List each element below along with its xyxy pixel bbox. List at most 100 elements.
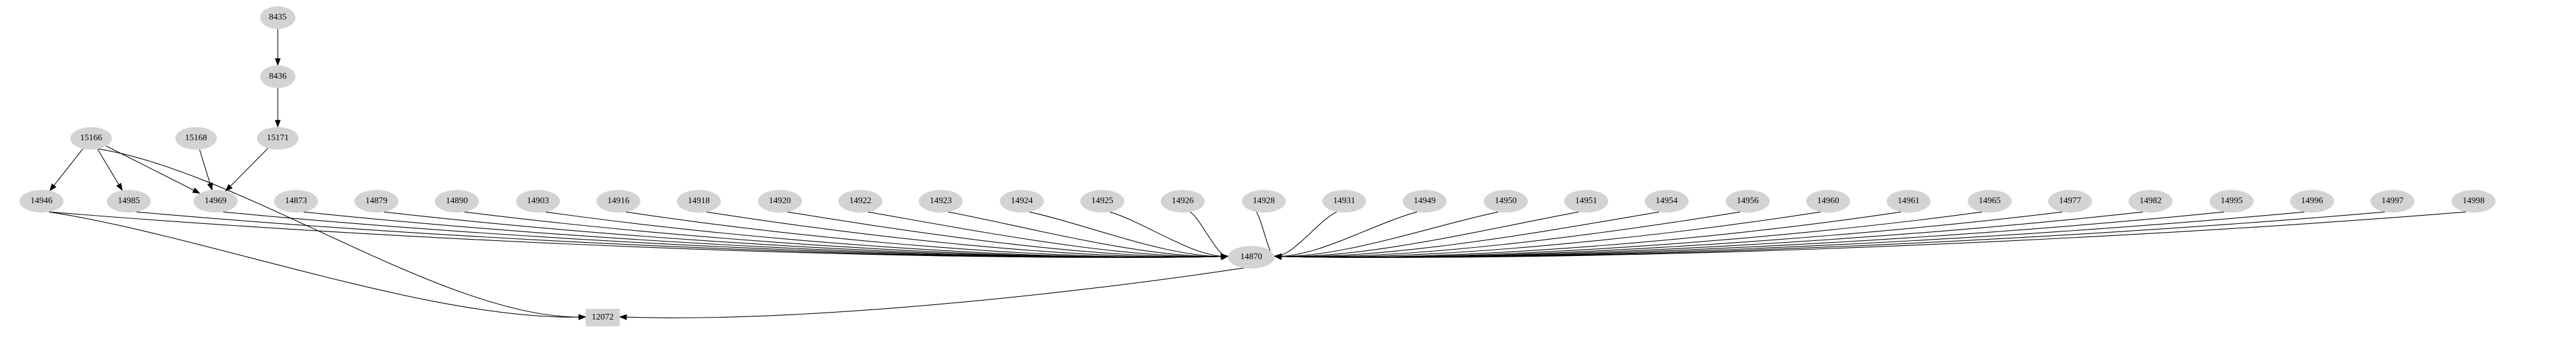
graph-node-14924[interactable]: 14924	[1000, 190, 1044, 213]
graph-edge	[706, 211, 1229, 258]
graph-node-14954[interactable]: 14954	[1645, 190, 1689, 213]
graph-node-label: 14928	[1252, 196, 1275, 206]
graph-node-14977[interactable]: 14977	[2048, 190, 2092, 213]
graph-node-label: 15171	[266, 133, 289, 143]
edge-arrowhead	[207, 182, 213, 191]
graph-edge	[1274, 211, 1660, 257]
graph-node-14982[interactable]: 14982	[2129, 190, 2173, 213]
edge-arrowhead	[116, 182, 123, 191]
graph-node-label: 14997	[2381, 196, 2404, 206]
graph-node-14922[interactable]: 14922	[838, 190, 882, 213]
graph-node-label: 12072	[591, 313, 614, 322]
graph-node-label: 14924	[1011, 196, 1033, 206]
graph-node-label: 15168	[185, 133, 207, 143]
graph-edge	[545, 211, 1229, 258]
graph-node-label: 14926	[1171, 196, 1194, 206]
graph-node-14998[interactable]: 14998	[2452, 190, 2496, 213]
graph-node-label: 14916	[607, 196, 630, 206]
graph-node-14997[interactable]: 14997	[2370, 190, 2414, 213]
graph-node-14965[interactable]: 14965	[1968, 190, 2012, 213]
graph-node-label: 14923	[929, 196, 952, 206]
graph-node-label: 14870	[1240, 252, 1263, 262]
graph-node-14873[interactable]: 14873	[274, 190, 318, 213]
graph-node-14890[interactable]: 14890	[435, 190, 479, 213]
graph-edge	[1274, 211, 1499, 257]
graph-node-label: 8435	[269, 13, 287, 22]
graph-node-14870[interactable]: 14870	[1228, 246, 1274, 269]
edge-arrowhead	[578, 314, 586, 320]
graph-node-15166[interactable]: 15166	[70, 127, 112, 150]
edge-arrowhead	[619, 314, 627, 320]
graph-edge	[49, 148, 84, 191]
graph-edge	[225, 148, 268, 192]
graph-node-14916[interactable]: 14916	[596, 190, 640, 213]
graph-node-14925[interactable]: 14925	[1080, 190, 1124, 213]
graph-node-14926[interactable]: 14926	[1161, 190, 1205, 213]
graph-node-15171[interactable]: 15171	[257, 127, 299, 150]
graph-node-label: 14925	[1091, 196, 1114, 206]
graph-node-8435[interactable]: 8435	[260, 6, 295, 29]
graph-node-15168[interactable]: 15168	[175, 127, 217, 150]
graph-edge	[1274, 211, 2467, 258]
graph-node-14946[interactable]: 14946	[19, 190, 63, 213]
graph-node-14920[interactable]: 14920	[758, 190, 802, 213]
graph-node-label: 15166	[80, 133, 102, 143]
graph-edge	[625, 211, 1229, 258]
graph-edge	[1274, 211, 1579, 257]
graph-node-label: 14954	[1655, 196, 1678, 206]
graph-node-label: 14931	[1333, 196, 1356, 206]
graph-node-label: 14956	[1736, 196, 1759, 206]
graph-node-label: 8436	[269, 72, 287, 81]
graph-node-label: 14946	[30, 196, 53, 206]
graph-edge	[97, 148, 123, 191]
graph-node-14923[interactable]: 14923	[919, 190, 963, 213]
graph-node-label: 14985	[118, 196, 140, 206]
graph-node-label: 14950	[1494, 196, 1517, 206]
graph-node-14969[interactable]: 14969	[194, 190, 238, 213]
graph-edge	[1029, 211, 1229, 257]
graph-node-14928[interactable]: 14928	[1242, 190, 1286, 213]
graph-node-14918[interactable]: 14918	[677, 190, 721, 213]
graph-node-14996[interactable]: 14996	[2290, 190, 2334, 213]
edge-arrowhead	[49, 183, 57, 191]
graph-node-14956[interactable]: 14956	[1726, 190, 1770, 213]
graph-node-label: 14918	[688, 196, 710, 206]
graph-node-label: 14969	[204, 196, 227, 206]
graph-node-14961[interactable]: 14961	[1887, 190, 1931, 213]
graph-node-label: 14960	[1817, 196, 1839, 206]
graph-node-14985[interactable]: 14985	[107, 190, 151, 213]
graph-edge	[1274, 211, 1337, 257]
graph-node-label: 14903	[527, 196, 549, 206]
graph-node-14931[interactable]: 14931	[1322, 190, 1366, 213]
graph-edge	[48, 211, 1229, 258]
edge-arrowhead	[1220, 254, 1229, 260]
graph-node-12072[interactable]: 12072	[586, 309, 620, 326]
graph-node-label: 14873	[285, 196, 307, 206]
graph-node-14951[interactable]: 14951	[1564, 190, 1608, 213]
edge-arrowhead	[225, 184, 233, 192]
graph-node-label: 14995	[2220, 196, 2243, 206]
graph-node-8436[interactable]: 8436	[260, 65, 295, 88]
graph-node-label: 14998	[2462, 196, 2485, 206]
edge-arrowhead	[275, 58, 281, 66]
graph-node-label: 14920	[769, 196, 791, 206]
graph-edge	[1190, 211, 1229, 257]
graph-node-label: 14879	[365, 196, 388, 206]
graph-node-14960[interactable]: 14960	[1806, 190, 1850, 213]
graph-edge	[48, 211, 586, 318]
graph-node-14950[interactable]: 14950	[1484, 190, 1528, 213]
graph-node-14949[interactable]: 14949	[1403, 190, 1447, 213]
graph-node-14903[interactable]: 14903	[516, 190, 560, 213]
graph-edge	[948, 211, 1229, 257]
edge-arrowhead	[275, 119, 281, 128]
graph-edge	[1274, 211, 1418, 257]
graph-node-label: 14982	[2139, 196, 2162, 206]
graph-edge	[867, 211, 1229, 257]
graph-node-label: 14949	[1413, 196, 1436, 206]
graph-node-14879[interactable]: 14879	[354, 190, 398, 213]
graph-edge	[1274, 211, 1983, 258]
graph-node-label: 14961	[1897, 196, 1920, 206]
graph-node-14995[interactable]: 14995	[2210, 190, 2254, 213]
